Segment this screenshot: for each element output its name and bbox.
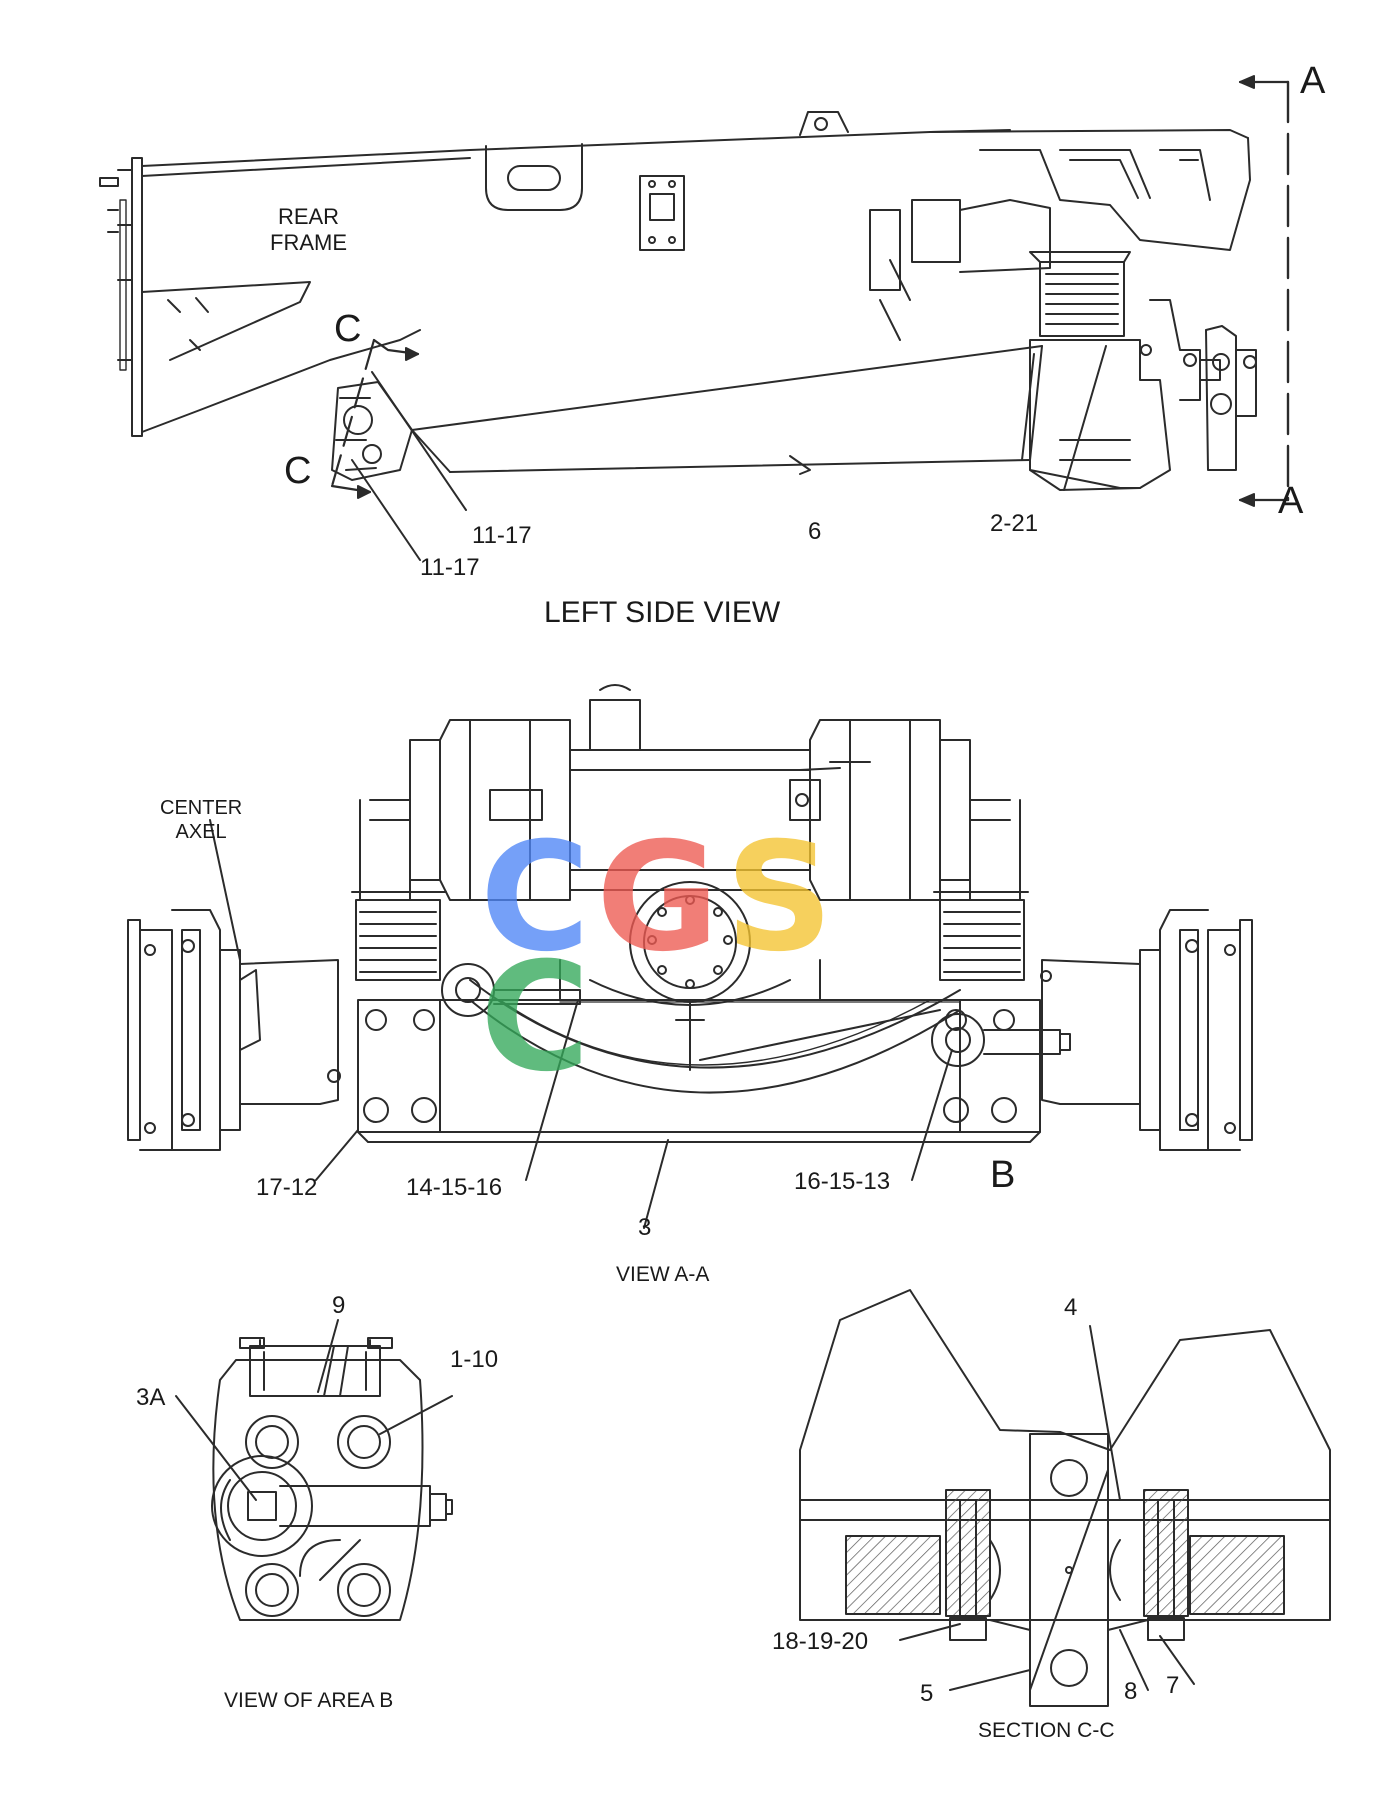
center-axel-label: CENTER AXEL (160, 797, 243, 843)
watermark-letter: G (596, 811, 726, 985)
section-c-top-mark: C (334, 308, 362, 350)
view-aa-caption: VIEW A-A (616, 1263, 710, 1286)
callout-8: 8 (1124, 1678, 1138, 1705)
callout-4: 4 (1064, 1294, 1078, 1321)
callout-11-17-upper: 11-17 (472, 522, 532, 549)
section-cc-caption: SECTION C-C (978, 1719, 1115, 1742)
left-side-view-caption: LEFT SIDE VIEW (544, 596, 781, 629)
callout-7: 7 (1166, 1672, 1180, 1699)
area-b-caption: VIEW OF AREA B (224, 1689, 394, 1712)
watermark-logo: CGSC (480, 811, 900, 1093)
area-b-mark: B (990, 1154, 1016, 1196)
callout-3: 3 (638, 1214, 652, 1241)
callout-6: 6 (808, 518, 822, 545)
watermark-letter: C (480, 931, 597, 1105)
callout-5: 5 (920, 1680, 934, 1707)
callout-1-10: 1-10 (450, 1346, 499, 1373)
section-a-top-mark: A (1300, 60, 1326, 102)
callout-11-17-lower: 11-17 (420, 554, 480, 581)
area-b-drawing (175, 1319, 453, 1621)
callout-18-19-20: 18-19-20 (772, 1628, 869, 1655)
section-cc-drawing (799, 1289, 1331, 1707)
section-c-bottom-mark: C (284, 450, 312, 492)
left-side-view-drawing (99, 75, 1290, 561)
callout-17-12: 17-12 (256, 1174, 318, 1201)
callout-16-15-13: 16-15-13 (794, 1168, 891, 1195)
callout-14-15-16: 14-15-16 (406, 1174, 503, 1201)
view-aa-drawing (127, 684, 1253, 1229)
section-a-bottom-mark: A (1278, 480, 1304, 522)
callout-9: 9 (332, 1292, 346, 1319)
rear-frame-label: REAR FRAME (270, 204, 347, 255)
callout-3a: 3A (136, 1384, 166, 1411)
callout-2-21: 2-21 (990, 510, 1039, 537)
watermark-letter: S (725, 811, 840, 985)
watermark-letter: C (480, 811, 597, 985)
